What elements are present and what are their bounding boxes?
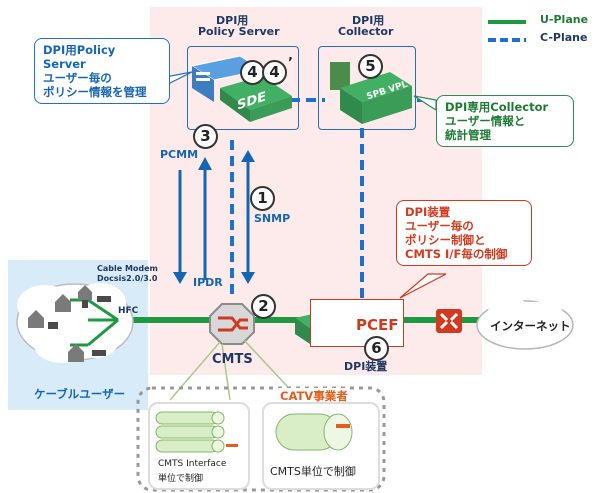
internet-label: インターネット [490, 319, 571, 333]
hfc-tree [70, 298, 119, 347]
dpi-device-label: DPI装置 [344, 360, 388, 373]
cmts-device [209, 303, 255, 345]
cable-bundle-icon [155, 411, 238, 453]
snmp-arrowhead-down [241, 272, 255, 284]
unit-box-label: CMTS単位で制御 [270, 465, 356, 478]
house-icon [28, 285, 92, 362]
marker-6: 6 [364, 336, 389, 361]
cable-modem-label-1: Cable Modem [97, 264, 158, 273]
router-icon [436, 309, 462, 333]
marker-3: 3 [193, 124, 218, 149]
dpi-callout-line-4: CMTS I/F毎の制御 [405, 247, 508, 261]
ipdr-label: IPDR [193, 276, 223, 289]
dpi-callout-line-3: ポリシー制御と [405, 233, 486, 247]
ps-callout-line-3: ポリシー情報を管理 [43, 85, 147, 99]
dpi-callout: DPI装置 ユーザー毎の ポリシー制御と CMTS I/F毎の制御 [396, 200, 532, 266]
interface-box-line-2: 単位で制御 [158, 474, 204, 484]
collector-callout-pointer [413, 95, 437, 112]
policy-server-title-2: Policy Server [198, 25, 280, 38]
catv-label: CATV事業者 [278, 388, 350, 404]
collector-device [330, 62, 412, 124]
policy-server-title-1: DPI用 [216, 14, 249, 27]
pcmm-arrowhead [173, 272, 187, 284]
dpi-callout-line-1: DPI装置 [405, 205, 451, 219]
snmp-arrowhead-up [241, 150, 255, 162]
cable-modem-label-2: Docsis2.0/3.0 [97, 274, 158, 283]
legend-cplane-label: C-Plane [540, 31, 588, 44]
collector-callout-line-3: 統計管理 [445, 128, 491, 142]
policy-server-frame [187, 46, 299, 130]
hfc-label: HFC [118, 306, 139, 316]
dpi-callout-pointer [399, 273, 447, 299]
dpi-callout-line-2: ユーザー毎の [405, 219, 474, 233]
policy-server-callout: DPI用Policy Server ユーザー毎の ポリシー情報を管理 [34, 38, 170, 104]
cmts-to-interface-line-2 [221, 343, 231, 401]
cable-users-label: ケーブルユーザー [34, 387, 126, 401]
marker-2: 2 [251, 294, 276, 319]
marker-1: 1 [250, 186, 275, 211]
collector-callout: DPI専用Collector ユーザー情報と 統計管理 [436, 95, 574, 147]
pcef-frame [310, 299, 404, 347]
cmts-label: CMTS [212, 352, 253, 367]
ps-callout-line-1: DPI用Policy Server [43, 43, 116, 71]
internet-cloud [476, 298, 574, 350]
pcef-label: PCEF [356, 316, 399, 334]
modem-icon [48, 296, 111, 356]
marker-4-prime-mark: ’ [288, 56, 293, 71]
cmts-to-interface-line [169, 341, 221, 401]
marker-5: 5 [358, 54, 383, 79]
legend-cplane-line [488, 38, 526, 42]
collector-title-2: Collector [338, 25, 394, 38]
interface-box-line-1: CMTS Interface [158, 459, 227, 469]
marker-4-prime: 4 [262, 60, 287, 85]
cable-cylinder-icon [275, 413, 353, 451]
legend-uplane-line [488, 20, 526, 24]
collector-title-1: DPI用 [352, 14, 385, 27]
snmp-label: SNMP [254, 212, 291, 225]
pcmm-label: PCMM [160, 148, 199, 161]
catv-dashed-box [136, 386, 386, 492]
collector-callout-line-2: ユーザー情報と [445, 114, 526, 128]
collector-frame [318, 46, 416, 130]
ipdr-arrowhead [198, 157, 212, 170]
ps-callout-line-2: ユーザー毎の [43, 71, 112, 85]
legend-uplane-label: U-Plane [540, 13, 589, 26]
collector-callout-line-1: DPI専用Collector [445, 100, 549, 114]
